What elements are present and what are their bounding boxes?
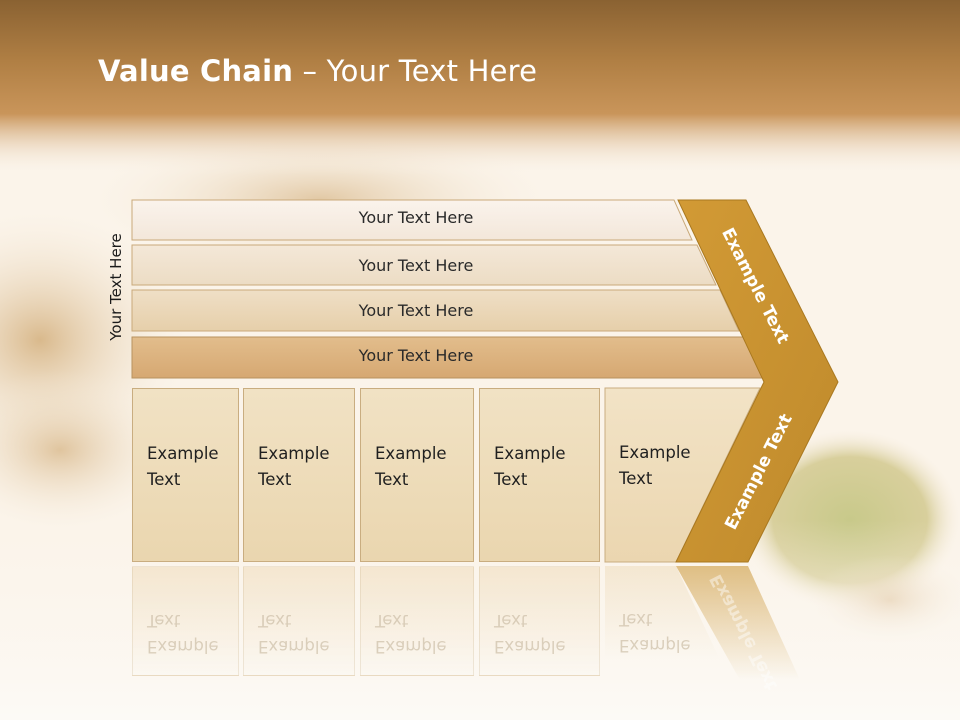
activity-box-3-reflection: Example Text — [360, 566, 474, 676]
row-bar-3 — [131, 289, 740, 332]
reflection-2-text: Example Text — [258, 611, 330, 656]
reflection-5-text: Example Text — [619, 610, 691, 655]
activity-box-4-reflection: Example Text — [479, 566, 600, 676]
activity-box-1-reflection: Example Text — [132, 566, 239, 676]
row-bar-1 — [131, 199, 693, 241]
activity-box-4: Example Text — [479, 388, 600, 562]
activity-box-3-text: Example Text — [375, 444, 447, 489]
activity-box-2-reflection: Example Text — [243, 566, 355, 676]
page-title: Value Chain – Your Text Here — [98, 54, 537, 88]
activity-box-5-reflection: Example Text — [605, 566, 691, 676]
activity-box-3: Example Text — [360, 388, 474, 562]
reflection-1-text: Example Text — [147, 611, 219, 656]
reflection-3-text: Example Text — [375, 611, 447, 656]
side-label-text: Your Text Here — [107, 233, 125, 341]
activity-box-5-text: Example Text — [619, 443, 691, 488]
chevron-arrow — [675, 199, 839, 563]
activity-box-1-text: Example Text — [147, 444, 219, 489]
row-2-text: Your Text Here — [358, 256, 474, 275]
activity-box-2: Example Text — [243, 388, 355, 562]
row-bar-2 — [131, 244, 717, 286]
chevron-reflection — [676, 566, 800, 680]
title-bold: Value Chain — [98, 54, 294, 88]
activity-box-1: Example Text — [132, 388, 239, 562]
box-5-reflection — [605, 566, 720, 660]
row-1-text: Your Text Here — [358, 208, 474, 227]
activity-box-5: Example Text — [605, 388, 755, 562]
row-4-text: Your Text Here — [358, 346, 474, 365]
title-rest: – Your Text Here — [293, 54, 538, 88]
activity-box-4-text: Example Text — [494, 444, 566, 489]
row-3-text: Your Text Here — [358, 301, 474, 320]
activity-box-2-text: Example Text — [258, 444, 330, 489]
reflection-4-text: Example Text — [494, 611, 566, 656]
